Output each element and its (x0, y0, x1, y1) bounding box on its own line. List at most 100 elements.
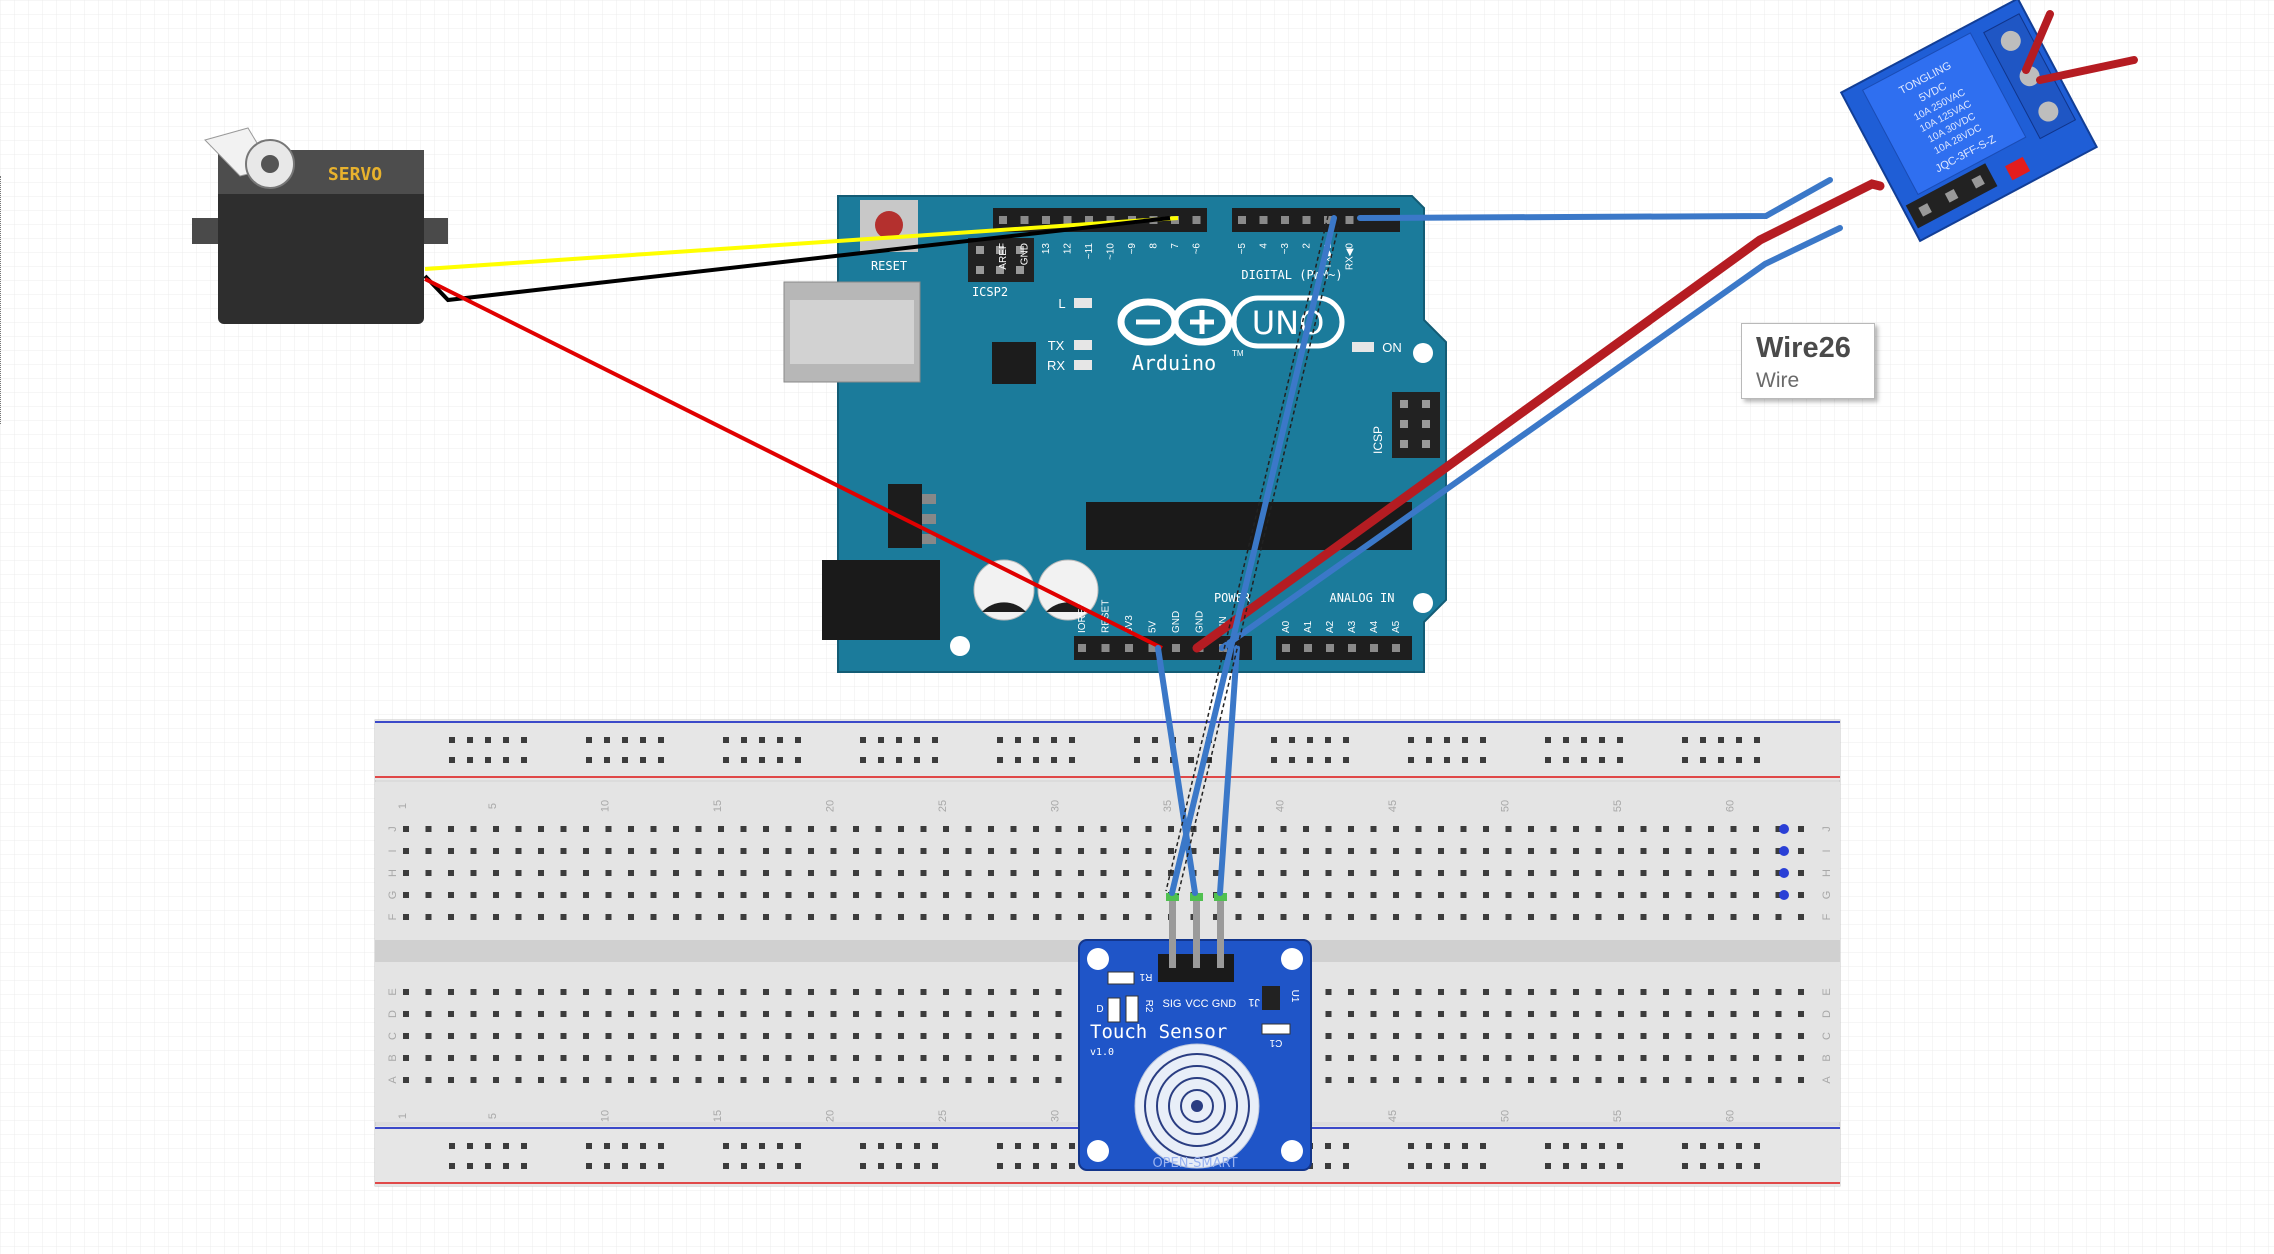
ic-u1 (1262, 986, 1280, 1010)
row-letter: E (1821, 988, 1833, 995)
power-pin-label: A5 (1391, 620, 1402, 633)
wire-relay-vcc[interactable] (1192, 179, 1885, 653)
column-number: 35 (1162, 800, 1174, 812)
digital-pin-label: 4 (1259, 243, 1270, 249)
arduino-logo (1117, 295, 1345, 349)
power-pin-label: A3 (1347, 620, 1358, 633)
column-number: 60 (1725, 800, 1737, 812)
power-pin-label: GND (1171, 611, 1182, 633)
column-number: 1 (397, 1113, 409, 1119)
sensor-pin-sig (1169, 898, 1176, 968)
servo-motor[interactable]: SERVO (192, 127, 448, 324)
u1-label: U1 (1289, 990, 1300, 1003)
brand-label: Arduino (1132, 351, 1216, 375)
edge-marker (0, 176, 4, 424)
touch-pad[interactable] (1134, 1043, 1260, 1169)
column-number: 60 (1725, 1110, 1737, 1122)
column-number: 5 (487, 1113, 499, 1119)
relay-load-wire-1[interactable] (2022, 10, 2054, 74)
analog-header (1276, 636, 1412, 660)
c1-label: C1 (1269, 1037, 1282, 1048)
atmega-chip (1086, 502, 1412, 550)
digital-pin-label: 8 (1149, 243, 1160, 249)
relay-cube (1861, 32, 2027, 196)
relay-load-wire-2[interactable] (2036, 56, 2138, 84)
wire-servo-signal[interactable] (424, 216, 1179, 271)
row-letter: H (1821, 869, 1833, 877)
led-rx (1074, 360, 1092, 370)
pin-sig-label: SIG (1163, 998, 1182, 1010)
column-number: 20 (825, 1110, 837, 1122)
led-l-label: L (1058, 296, 1065, 311)
wires[interactable] (423, 10, 2138, 896)
top-power-rail-holes (449, 737, 1760, 763)
column-number: 15 (712, 1110, 724, 1122)
row-letter: J (1821, 826, 1833, 832)
power-pin-label: A2 (1325, 620, 1336, 633)
column-number: 55 (1612, 800, 1624, 812)
wire26-sensor-signal[interactable] (1169, 215, 1337, 896)
wire-relay-signal[interactable] (1357, 177, 1833, 221)
sensor-brand: OPEN-SMART (1152, 1156, 1237, 1171)
resistor-r1 (1107, 971, 1135, 985)
row-letter: F (387, 913, 399, 920)
row-letter: B (387, 1054, 399, 1061)
d-label: D (1096, 1004, 1103, 1015)
power-pin-label: 5V (1148, 620, 1159, 633)
row-letter: F (1821, 913, 1833, 920)
led-on (1352, 342, 1374, 352)
highlight-hole (1779, 868, 1789, 878)
column-number: 1 (397, 803, 409, 809)
mounting-hole (950, 636, 970, 656)
highlight-hole (1779, 890, 1789, 900)
power-pin-label: A1 (1303, 620, 1314, 633)
resistor-r2 (1125, 995, 1139, 1023)
digital-pin-label: ~3 (1280, 243, 1291, 255)
column-number: 30 (1050, 800, 1062, 812)
column-number: 30 (1050, 1110, 1062, 1122)
column-number: 10 (600, 800, 612, 812)
power-pin-label: IOREF (1077, 602, 1088, 633)
wire-relay-gnd[interactable] (1219, 225, 1843, 651)
row-letter: A (1821, 1076, 1833, 1084)
row-letter: H (387, 869, 399, 877)
diode (1107, 997, 1121, 1023)
icsp-header (1392, 392, 1440, 458)
r1-label: R1 (1139, 971, 1152, 982)
icsp-label: ICSP (1371, 426, 1385, 454)
digital-pin-label: ~5 (1237, 243, 1248, 255)
led-l (1074, 298, 1092, 308)
relay-led (2005, 156, 2031, 181)
column-number: 5 (487, 803, 499, 809)
highlight-hole (1779, 824, 1789, 834)
column-number: 45 (1387, 1110, 1399, 1122)
column-number: 20 (825, 800, 837, 812)
power-pin-label: 3V3 (1124, 615, 1135, 633)
power-jack (822, 560, 940, 640)
sensor-pin-gnd (1217, 898, 1224, 968)
wire-servo-power[interactable] (424, 277, 1163, 650)
mounting-hole (1413, 343, 1433, 363)
wire-sensor-vcc[interactable] (1155, 645, 1198, 896)
pin-vcc-label: VCC (1185, 998, 1208, 1010)
digital-pin-label: 13 (1041, 243, 1052, 255)
wire-tooltip: Wire26 Wire (1741, 323, 1875, 399)
led-on-label: ON (1382, 340, 1402, 355)
row-letter: D (387, 1010, 399, 1018)
row-letter: C (1821, 1032, 1833, 1040)
column-number: 50 (1500, 1110, 1512, 1122)
sensor-pin-vcc (1193, 898, 1200, 968)
wire-sensor-gnd[interactable] (1217, 645, 1240, 896)
touch-sensor-module[interactable]: SIG VCC GND J1 R1 D R2 U1 C1 Touch Senso… (1078, 893, 1312, 1171)
touch-sensor-version: v1.0 (1090, 1047, 1114, 1058)
capacitor-c1 (1261, 1023, 1291, 1035)
row-letter: G (1821, 891, 1833, 900)
digital-pin-label: GND (1020, 243, 1031, 265)
digital-pin-label: ~11 (1084, 243, 1095, 260)
digital-pin-label: 2 (1302, 243, 1313, 249)
capacitor (1037, 559, 1099, 621)
column-number: 50 (1500, 800, 1512, 812)
